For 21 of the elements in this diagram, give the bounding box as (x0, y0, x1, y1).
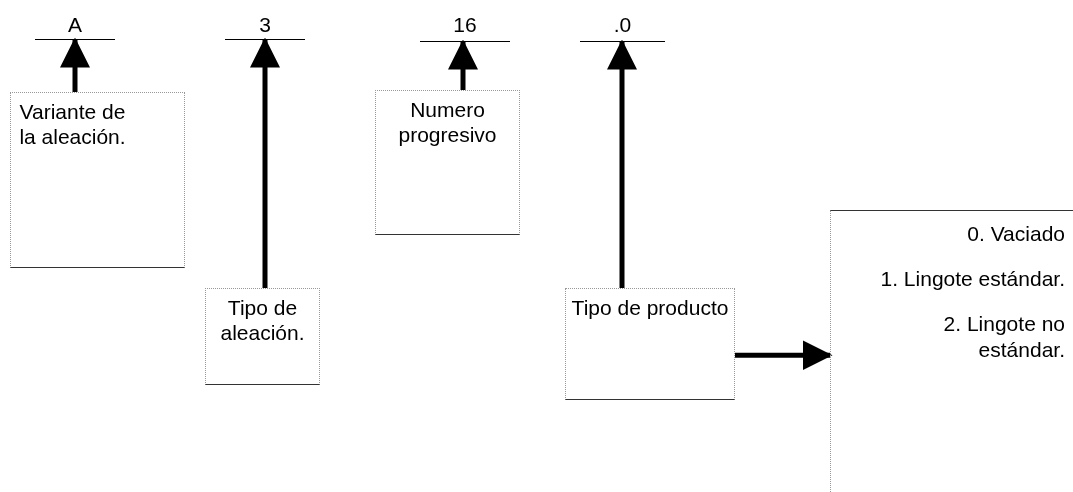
code-value: 3 (225, 8, 305, 40)
option-text: 2. Lingote no estándar. (942, 311, 1065, 362)
arrow (607, 39, 637, 288)
arrow (60, 37, 90, 92)
arrow (735, 340, 833, 371)
description-box (375, 90, 520, 235)
arrow (250, 37, 280, 288)
description-box (205, 288, 320, 385)
options-box (830, 210, 1073, 492)
option-text: 0. Vaciado (966, 221, 1065, 247)
description-text: Variante de la aleación. (18, 99, 127, 150)
description-box (10, 92, 185, 268)
code-value: .0 (580, 8, 665, 42)
option-text: 1. Lingote estándar. (879, 266, 1065, 292)
description-text: Numero progresivo (397, 97, 498, 148)
arrow (448, 39, 478, 90)
code-value: 16 (420, 8, 510, 42)
description-text: Tipo de aleación. (219, 295, 306, 346)
description-box (565, 288, 735, 400)
code-value: A (35, 8, 115, 40)
description-text: Tipo de producto (571, 295, 729, 321)
